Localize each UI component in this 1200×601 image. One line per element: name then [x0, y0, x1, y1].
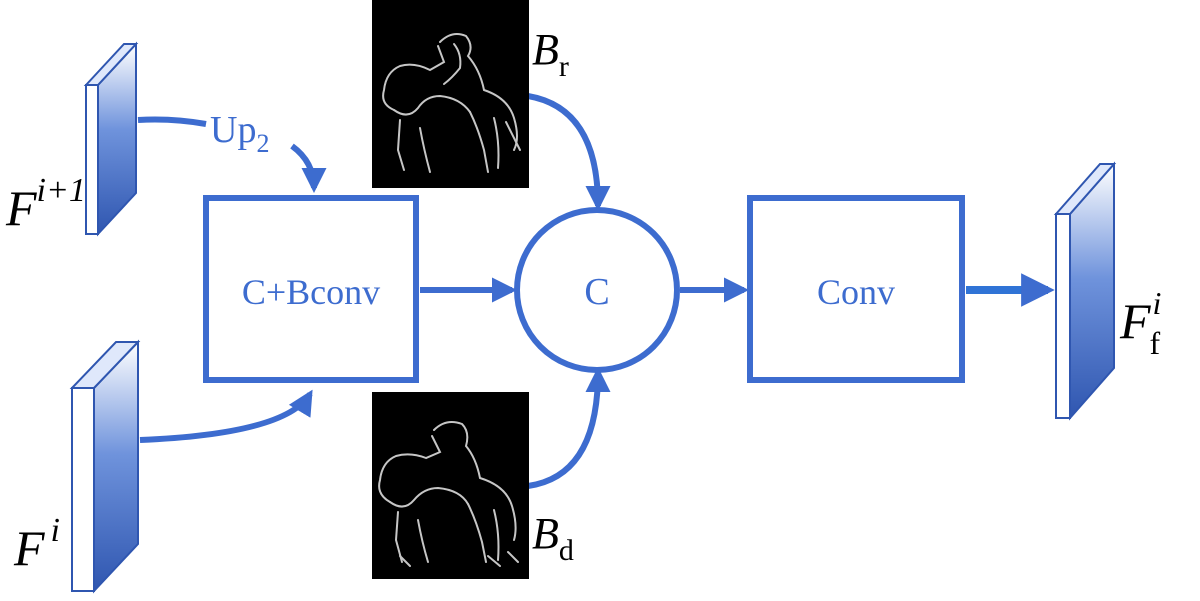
edge-lower-to-cbconv	[139, 389, 313, 443]
label-feature-upper: Fi+1	[5, 172, 86, 236]
edge-upper-to-upsample	[137, 116, 207, 127]
concat-node	[514, 207, 680, 373]
edge-upsample-to-cbconv	[290, 143, 327, 194]
conv-block	[747, 195, 965, 383]
concat-label: C	[584, 271, 609, 313]
boundary-map-bottom	[372, 392, 529, 579]
label-boundary-top: Br	[532, 25, 569, 83]
edge-br-to-concat	[527, 93, 611, 212]
cbconv-block	[203, 195, 419, 383]
feature-slab-output	[1053, 161, 1117, 421]
label-boundary-bottom: Bd	[532, 509, 574, 567]
feature-slab-lower	[69, 339, 141, 594]
conv-label: Conv	[817, 272, 895, 312]
cbconv-label: C+Bconv	[242, 272, 380, 312]
upsample-label: Up2	[210, 109, 269, 158]
edge-bd-to-concat	[527, 366, 611, 489]
boundary-map-top	[372, 0, 529, 188]
feature-slab-upper	[83, 41, 139, 237]
